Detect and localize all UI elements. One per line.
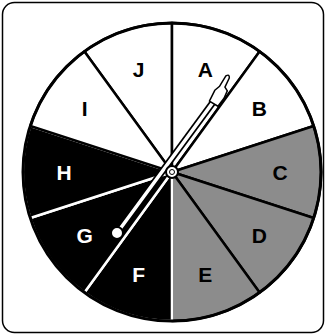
spinner-hub <box>166 166 178 178</box>
sector-letter: A <box>198 59 213 80</box>
spinner-sector <box>30 51 172 172</box>
sector-letter: E <box>198 264 212 285</box>
pointer-outline <box>117 90 222 233</box>
frame <box>3 3 324 333</box>
sector-letter: I <box>82 98 88 119</box>
sector-letter: C <box>272 162 287 183</box>
sector-letter: J <box>133 59 145 80</box>
spinner-rim <box>23 23 321 321</box>
sector-letter: H <box>56 162 71 183</box>
pointer-knob <box>111 227 123 239</box>
sector-letter: B <box>252 98 267 119</box>
sector-letter: F <box>132 264 145 285</box>
sector-letter: D <box>252 225 267 246</box>
pointer-shaft <box>117 90 222 233</box>
spinner-hub <box>170 170 175 175</box>
sector-letter: G <box>76 225 92 246</box>
spinner-sector <box>172 172 260 321</box>
